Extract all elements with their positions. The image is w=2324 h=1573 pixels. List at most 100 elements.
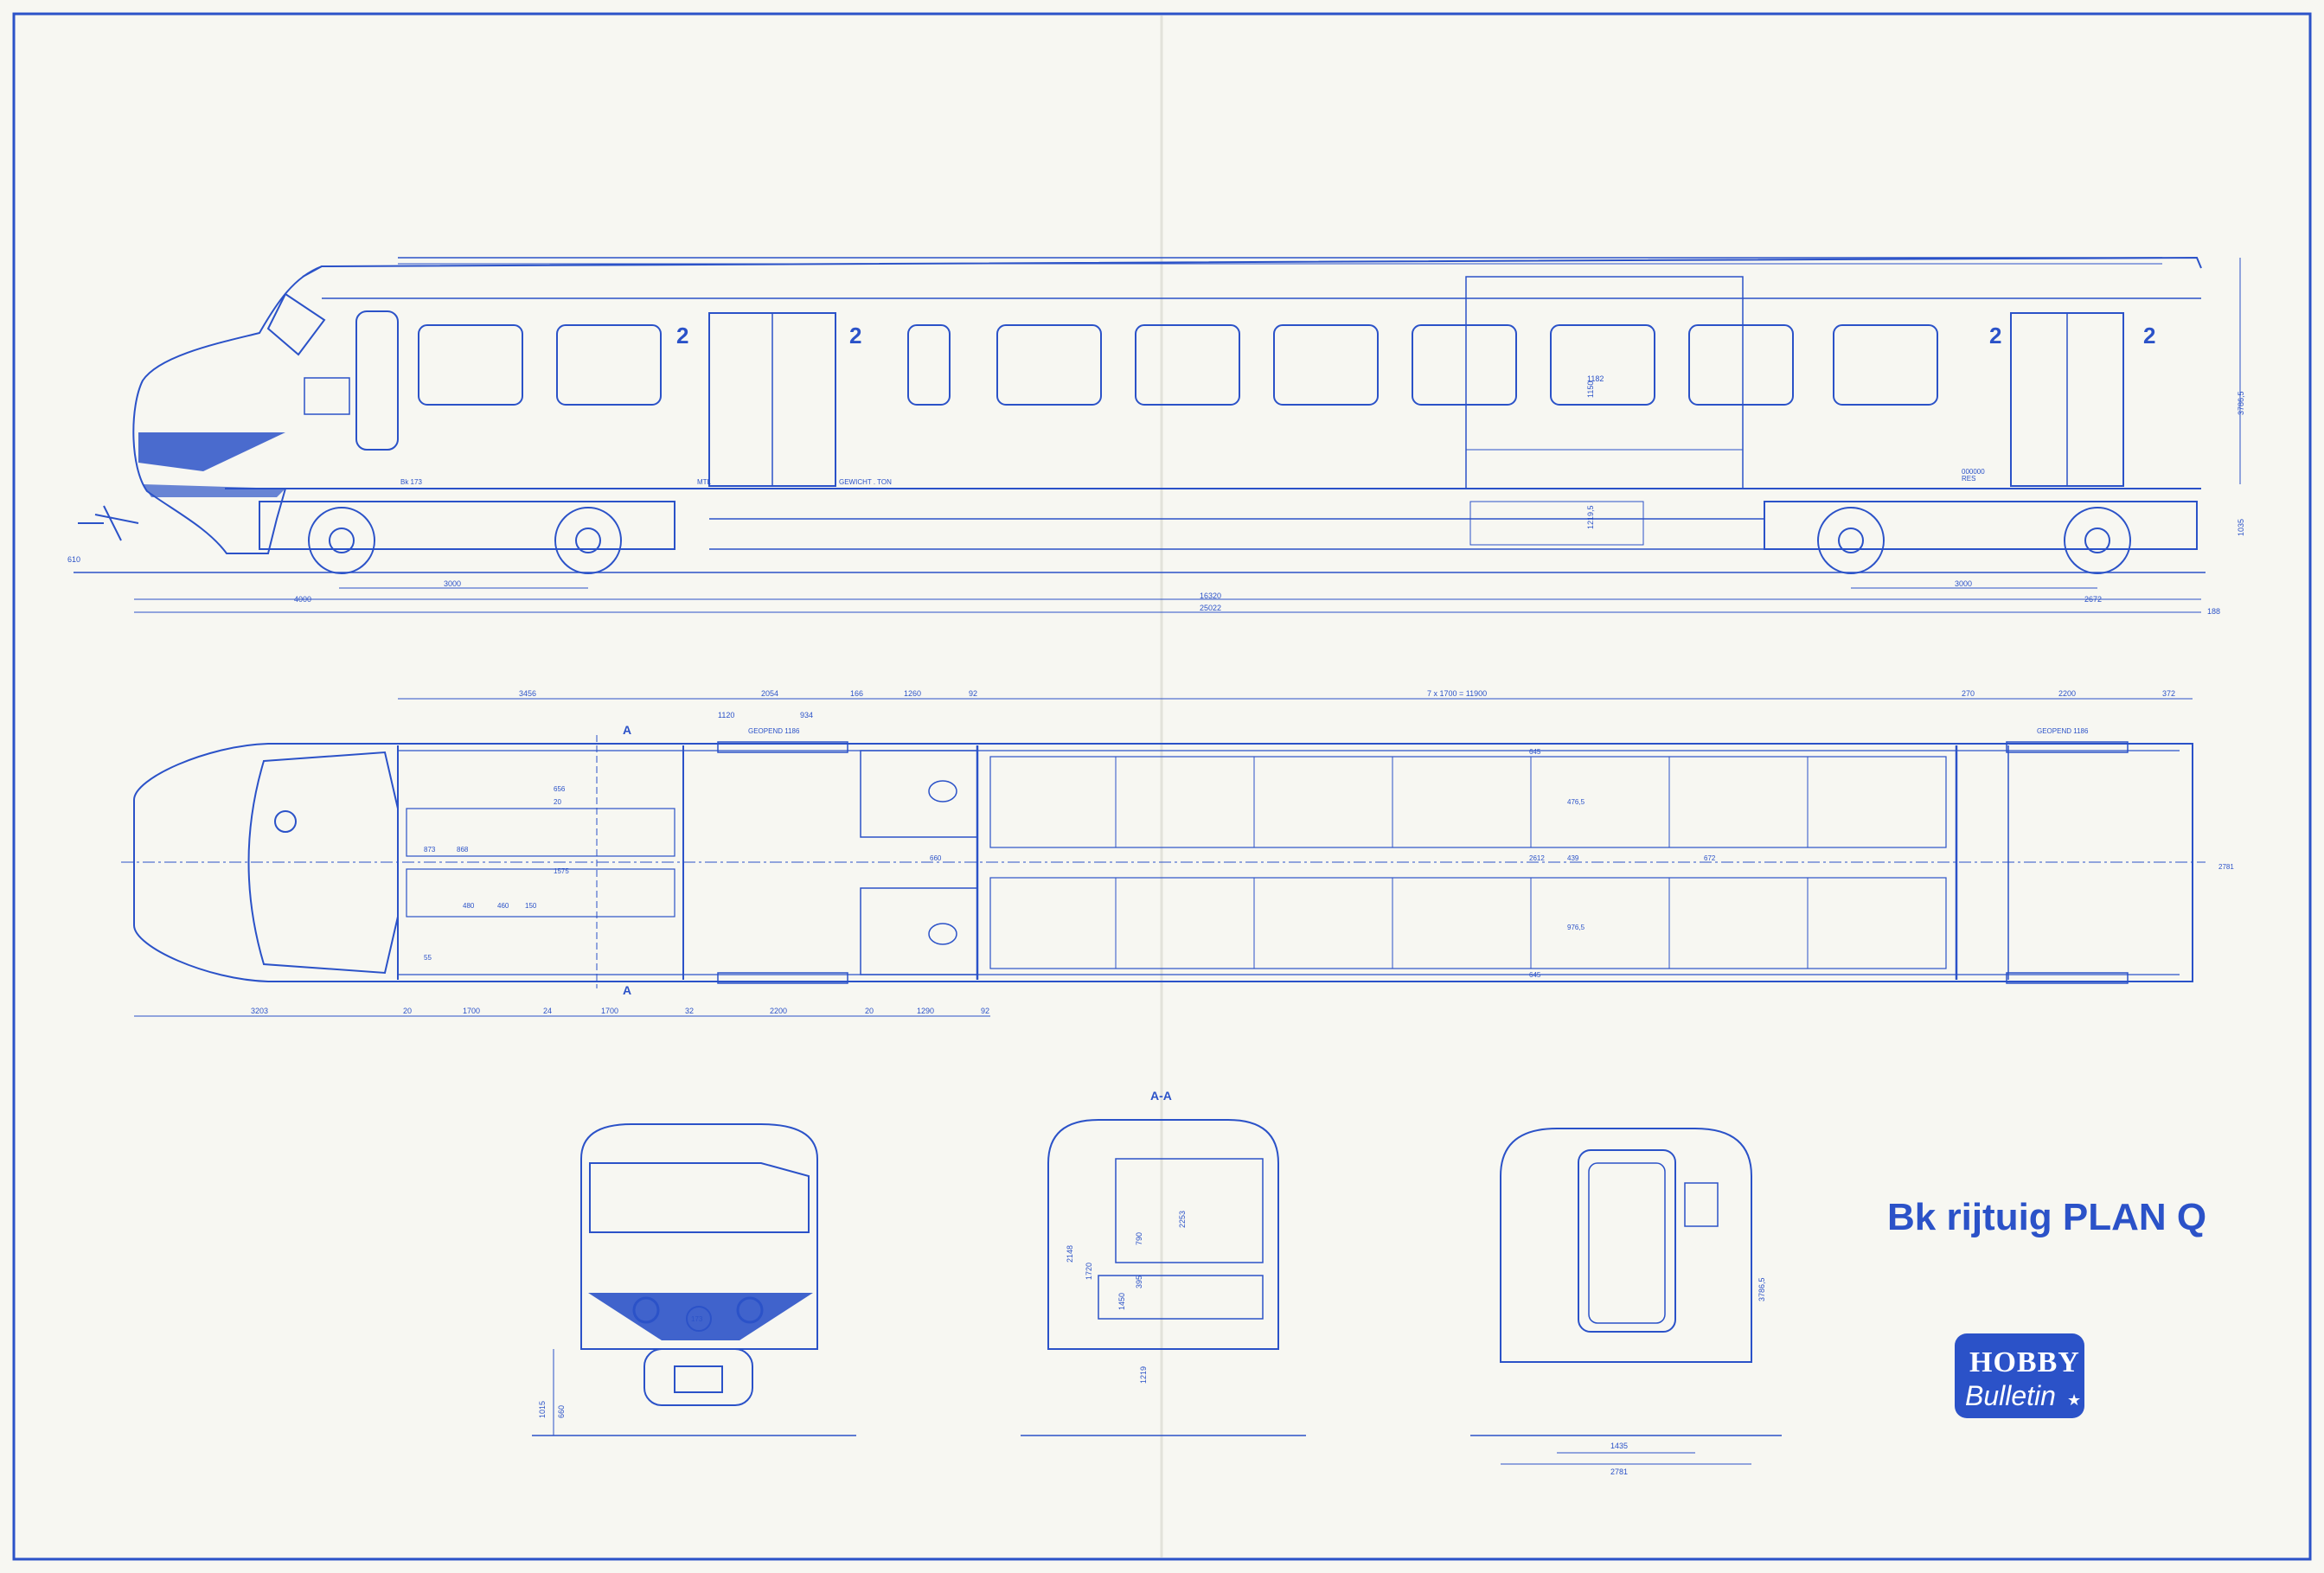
bogie-rear (1764, 501, 2198, 574)
side-window (556, 324, 662, 406)
plan-dim: 2200 (770, 1007, 787, 1015)
class-mark: 2 (849, 323, 861, 348)
class-mark: 2 (2143, 323, 2155, 348)
side-coupler (78, 505, 139, 541)
section-label: A-A (1150, 1089, 1172, 1103)
section-mark: A (623, 983, 631, 997)
dim-188: 188 (2207, 607, 2220, 616)
plan-inner-dim: 55 (424, 954, 432, 962)
class-mark: 2 (1989, 323, 2001, 348)
plan-dim: 7 x 1700 = 11900 (1427, 689, 1487, 698)
side-cutaway (1465, 276, 1744, 489)
plan-inner-dim: 868 (457, 846, 469, 854)
side-nose-stripe (138, 432, 285, 471)
side-roof-line (302, 256, 2202, 278)
plan-inner-dim: 439 (1567, 854, 1579, 862)
plan-seat-bay (406, 868, 675, 918)
door-label: GEOPEND 1186 (2037, 727, 2089, 735)
car-marking: Bk 173 (400, 478, 422, 486)
rear-dim: 3786,5 (1757, 1277, 1766, 1301)
section-dim: 395 (1135, 1276, 1143, 1288)
front-end-view: 173 1015 660 (532, 1123, 856, 1436)
dim-1182: 1182 (1587, 374, 1604, 383)
plan-dim: 1290 (917, 1007, 934, 1015)
side-nose-outline (132, 265, 323, 554)
side-window-small (907, 324, 951, 406)
plan-door-recess (2006, 972, 2129, 984)
plan-seat-rows (989, 756, 1947, 969)
side-cab-window (266, 292, 326, 356)
section-dim: 1219 (1139, 1366, 1148, 1384)
side-window (1550, 324, 1655, 406)
dim-610: 610 (67, 555, 80, 564)
plan-inner-dim: 660 (930, 854, 942, 862)
text-number: 000000 (1962, 468, 1985, 476)
plan-dim: 2054 (761, 689, 778, 698)
plan-inner-dim: 2612 (1529, 854, 1545, 862)
logo-star-icon: ★ (2067, 1391, 2081, 1410)
dim-1035: 1035 (2237, 519, 2245, 536)
logo-badge (1955, 1333, 2084, 1418)
side-window (418, 324, 523, 406)
drawing-title: Bk rijtuig PLAN Q (1887, 1196, 2206, 1238)
plan-view: A A GEOPEND 1186 GEOPEND 1186 3456 2054 … (121, 689, 2234, 1017)
section-dim: 1450 (1117, 1293, 1126, 1310)
logo-line-1: HOBBY (1969, 1346, 2080, 1378)
plan-dim: 270 (1962, 689, 1975, 698)
plan-inner-dim: 645 (1529, 748, 1541, 756)
section-view-aa: A-A 2148 1720 790 2253 1450 395 1219 (1021, 1089, 1306, 1436)
side-window (1273, 324, 1379, 406)
plan-dim: 166 (850, 689, 863, 698)
rear-dim: 2781 (1610, 1467, 1628, 1476)
section-mark: A (623, 723, 631, 737)
plan-inner-dim: 460 (497, 902, 509, 910)
plan-door-recess (2006, 741, 2129, 753)
plan-toilet-bowl (928, 780, 957, 802)
plan-toilet (860, 887, 978, 975)
section-dim: 790 (1135, 1232, 1143, 1245)
plan-inner-dim: 2781 (2218, 863, 2234, 871)
dim-2672: 2672 (2084, 595, 2102, 604)
side-view: 2 2 2 2 Bk 173 MTL GEWICHT . TON 000000 … (67, 256, 2245, 616)
plan-dim: 20 (865, 1007, 874, 1015)
door-label: GEOPEND 1186 (748, 727, 800, 735)
plan-seat-bay (406, 808, 675, 857)
plan-inner-dim: 645 (1529, 971, 1541, 979)
text-weight: GEWICHT . TON (839, 478, 892, 486)
dim-1219: 1219,5 (1586, 505, 1595, 529)
bogie-front (259, 501, 675, 574)
plan-dim: 1260 (904, 689, 921, 698)
rear-dim: 1435 (1610, 1442, 1628, 1450)
dim-16320: 16320 (1200, 591, 1221, 600)
plan-inner-dim: 656 (554, 785, 566, 793)
rear-end-view: 3786,5 1435 2781 (1470, 1128, 1782, 1476)
plan-toilet (860, 750, 978, 838)
front-dim-660: 660 (557, 1405, 566, 1418)
plan-cab (247, 751, 399, 975)
plan-inner-dim: 1575 (554, 867, 569, 875)
text-code: RES (1962, 475, 1975, 483)
plan-sub-dim: 934 (800, 711, 813, 719)
plan-dim: 20 (403, 1007, 412, 1015)
side-nose-lower-stripe (143, 484, 285, 497)
front-number: 173 (691, 1315, 703, 1323)
side-window (1688, 324, 1794, 406)
plan-dim: 24 (543, 1007, 552, 1015)
plan-dim: 92 (981, 1007, 989, 1015)
sheet-border (12, 12, 2312, 1561)
dim-3000b: 3000 (1955, 579, 1972, 588)
text-mtl: MTL (697, 478, 712, 486)
plan-inner-dim: 476,5 (1567, 798, 1585, 806)
plan-dim: 1700 (463, 1007, 480, 1015)
plan-inner-dim: 150 (525, 902, 537, 910)
plan-dim: 32 (685, 1007, 694, 1015)
plan-door-recess (717, 741, 848, 753)
plan-inner-dim: 480 (463, 902, 475, 910)
plan-dim: 92 (969, 689, 977, 698)
section-dim: 2148 (1066, 1245, 1074, 1263)
plan-inner-dim: 873 (424, 846, 436, 854)
front-dim-1015: 1015 (538, 1401, 547, 1418)
section-dim: 1720 (1085, 1263, 1093, 1280)
